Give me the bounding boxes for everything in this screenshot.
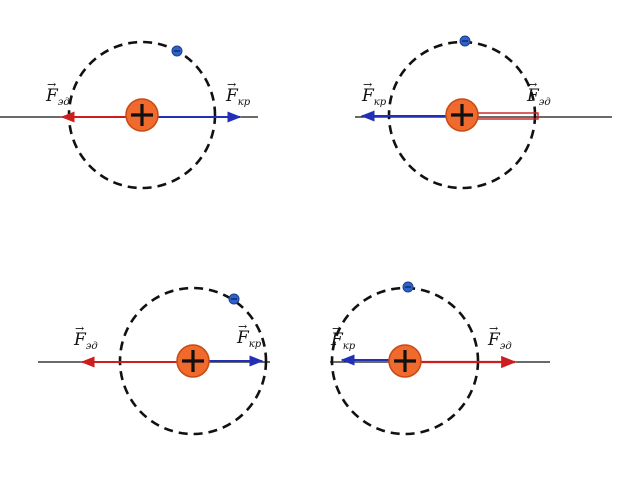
plus-sign	[182, 350, 204, 372]
label-f-blue: Fкр →	[361, 78, 387, 108]
svg-text:Fкр: Fкр	[361, 86, 387, 108]
panel-bottom-left: Fэд → Fкр →	[38, 286, 270, 436]
svg-text:→: →	[332, 322, 341, 335]
label-f-red: Fэд →	[73, 322, 98, 352]
svg-text:→: →	[47, 78, 56, 91]
panel-bottom-right: Fкр → Fэд →	[330, 281, 550, 436]
svg-text:Fэд: Fэд	[526, 86, 551, 108]
label-f-red: Fэд →	[487, 322, 512, 352]
svg-text:Fкр: Fкр	[330, 330, 356, 352]
svg-text:→: →	[75, 322, 84, 335]
svg-text:→: →	[363, 78, 372, 91]
svg-text:Fэд: Fэд	[487, 330, 512, 352]
electron	[459, 35, 471, 47]
svg-text:→: →	[227, 78, 236, 91]
label-f-blue: Fкр →	[236, 320, 262, 350]
panel-top-left: Fэд → Fкр →	[0, 40, 258, 190]
label-f-red: Fэд →	[45, 78, 70, 108]
svg-text:Fкр: Fкр	[236, 328, 262, 350]
svg-text:Fэд: Fэд	[73, 330, 98, 352]
label-f-blue: Fкр →	[225, 78, 251, 108]
svg-text:→: →	[489, 322, 498, 335]
plus-sign	[394, 350, 416, 372]
label-f-blue: Fкр →	[330, 322, 356, 352]
electron	[171, 45, 183, 57]
panel-top-right: Fкр → Fэд →	[355, 35, 612, 190]
plus-sign	[451, 104, 473, 126]
electron	[228, 293, 240, 305]
plus-sign	[131, 104, 153, 126]
svg-text:Fкр: Fкр	[225, 86, 251, 108]
svg-text:→: →	[528, 78, 537, 91]
svg-text:Fэд: Fэд	[45, 86, 70, 108]
label-f-red: Fэд →	[526, 78, 551, 108]
svg-text:→: →	[238, 320, 247, 333]
electron	[402, 281, 414, 293]
